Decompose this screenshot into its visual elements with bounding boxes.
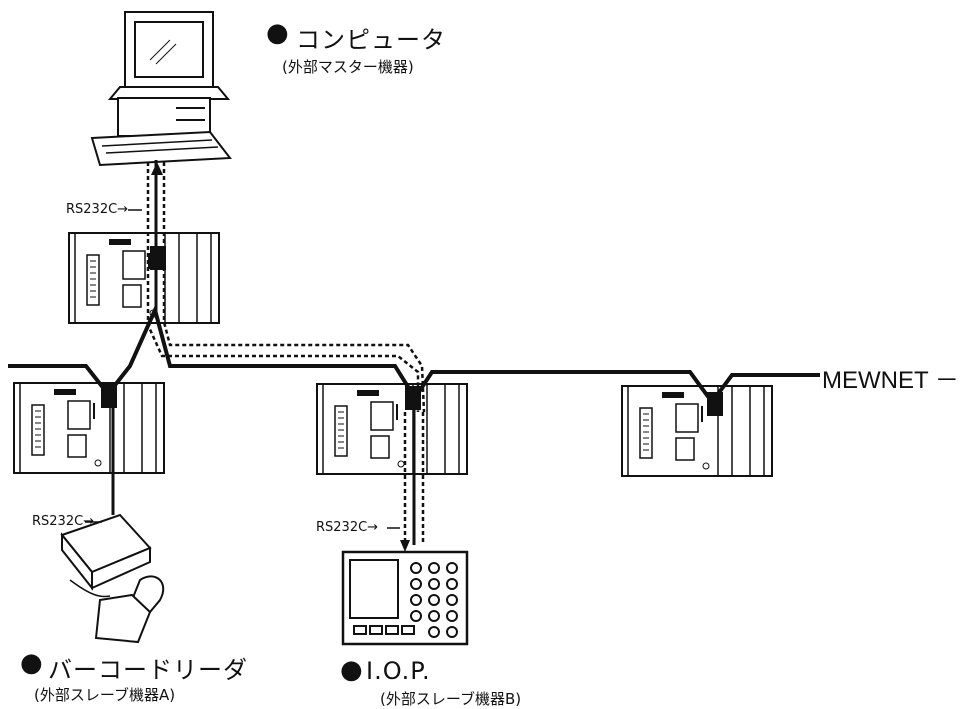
computer-sub-label: (外部マスター機器) <box>282 58 414 76</box>
plc-top <box>68 232 220 324</box>
rs232-label-top: RS232C→ <box>66 202 129 217</box>
plc-right <box>621 385 773 477</box>
rs232-label-left: RS232C→ <box>32 514 95 529</box>
network-label: MEWNET － H <box>822 367 966 394</box>
rs232-label-mid: RS232C→ <box>316 520 379 535</box>
plc-mid <box>316 383 468 475</box>
barcode-label: バーコードリーダ <box>48 656 248 684</box>
plc-left <box>13 382 165 474</box>
iop-label: I.O.P. <box>366 657 431 685</box>
computer-icon <box>90 11 232 167</box>
barcode-reader-icon <box>60 513 165 644</box>
iop-panel-icon <box>341 550 469 646</box>
rs232-cables <box>111 160 416 545</box>
computer-label: コンピュータ <box>296 26 446 54</box>
comm-paths <box>146 162 426 545</box>
barcode-sub-label: (外部スレーブ機器A) <box>34 686 176 704</box>
iop-bullet: ● <box>340 655 363 685</box>
iop-sub-label: (外部スレーブ機器B) <box>380 690 522 708</box>
network-bus <box>8 304 820 406</box>
computer-bullet: ● <box>266 18 289 48</box>
barcode-bullet: ● <box>20 648 43 678</box>
